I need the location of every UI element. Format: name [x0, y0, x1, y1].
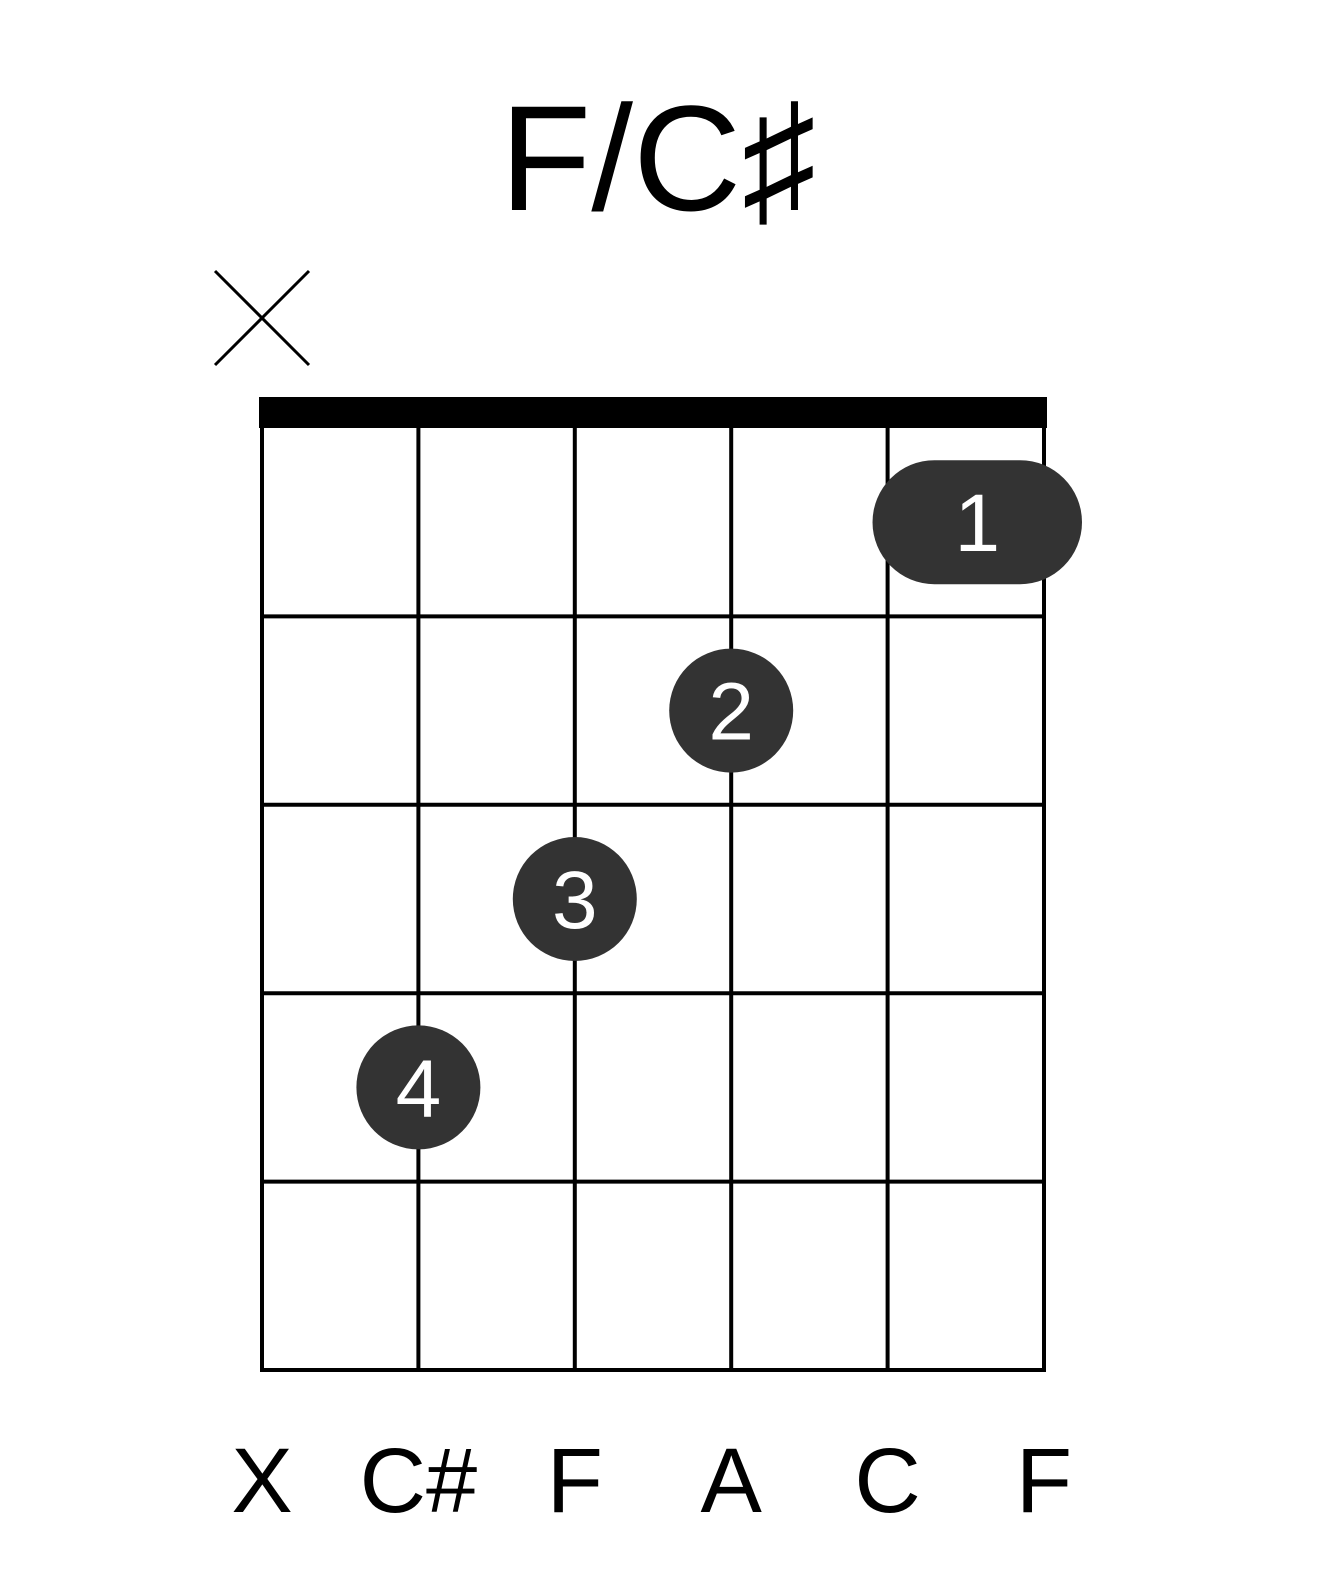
- dot-shape: [356, 1025, 481, 1150]
- finger-number: 2: [708, 667, 754, 758]
- muted-string-icon: [213, 269, 311, 367]
- string-note-label: A: [701, 1430, 763, 1532]
- finger-number: 3: [552, 855, 598, 946]
- finger-dot: 2: [669, 648, 794, 773]
- barre-shape: [872, 460, 1082, 585]
- string-note-label: F: [547, 1430, 603, 1532]
- chord-title: F/C♯: [500, 74, 817, 242]
- finger-positions: 1 2 3 4: [356, 460, 1082, 1150]
- string-note-label: F: [1016, 1430, 1072, 1532]
- dot-shape: [669, 648, 794, 773]
- string-note-label: C#: [360, 1430, 478, 1532]
- string-note-label: C: [854, 1430, 920, 1532]
- finger-dot: 4: [356, 1025, 481, 1150]
- nut: [259, 397, 1047, 428]
- muted-cross-stroke: [213, 269, 311, 367]
- finger-number: 4: [396, 1043, 442, 1134]
- dot-shape: [512, 837, 637, 961]
- string-markers: [213, 269, 311, 367]
- finger-barre: 1: [872, 460, 1082, 585]
- finger-dot: 3: [512, 837, 637, 961]
- string-note-label: X: [231, 1430, 292, 1532]
- finger-number: 1: [954, 478, 1000, 569]
